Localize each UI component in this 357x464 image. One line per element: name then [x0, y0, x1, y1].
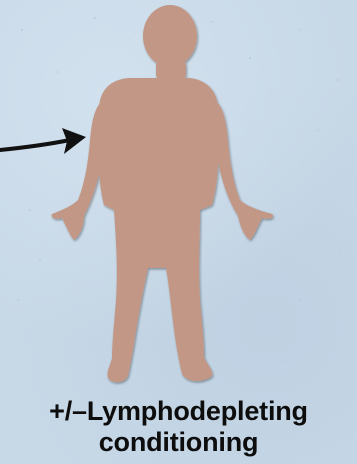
caption: +/–Lymphodepleting conditioning	[0, 396, 357, 458]
arrow-shaft	[0, 140, 70, 150]
caption-line-2: conditioning	[0, 427, 357, 458]
caption-line-1: +/–Lymphodepleting	[0, 396, 357, 427]
